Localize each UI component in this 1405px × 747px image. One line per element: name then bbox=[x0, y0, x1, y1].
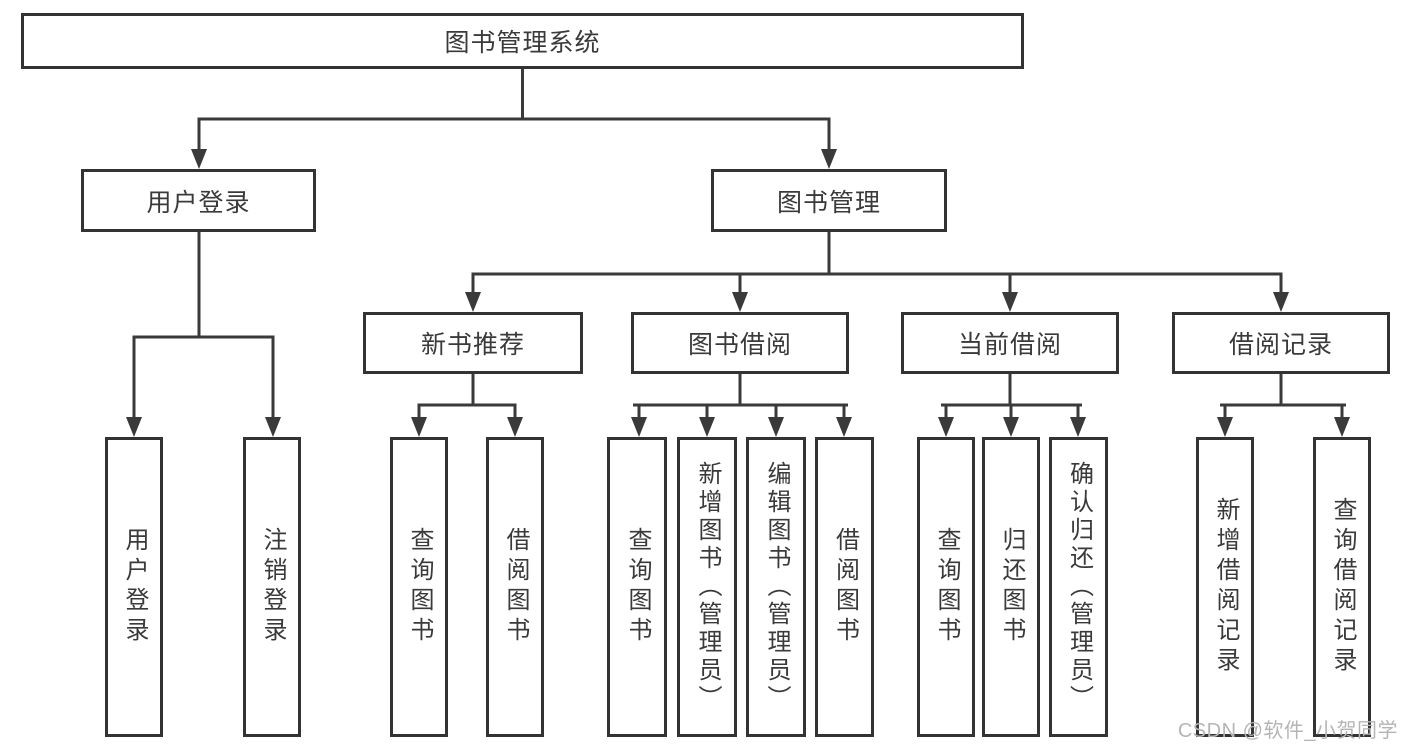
arrow-icon bbox=[191, 149, 207, 169]
arrow-icon bbox=[768, 417, 784, 437]
node-current-borrowing: 当前借阅 bbox=[901, 312, 1119, 374]
arrow-icon bbox=[699, 417, 715, 437]
arrow-icon bbox=[1334, 417, 1350, 437]
leaf-confirm-return-admin: 确认归还（管理员） bbox=[1049, 437, 1108, 737]
leaf-borrow-book: 借阅图书 bbox=[815, 437, 874, 737]
leaf-query-borrow-record: 查询借阅记录 bbox=[1313, 437, 1371, 737]
leaf-edit-book-admin: 编辑图书（管理员） bbox=[746, 437, 806, 737]
arrow-icon bbox=[836, 417, 852, 437]
leaf-add-book-admin: 新增图书（管理员） bbox=[677, 437, 737, 737]
arrow-icon bbox=[411, 417, 427, 437]
node-new-book-recommend: 新书推荐 bbox=[363, 312, 583, 374]
arrow-icon bbox=[265, 417, 281, 437]
connector-arrowheads bbox=[126, 149, 1350, 437]
arrow-icon bbox=[732, 292, 748, 312]
arrow-icon bbox=[1217, 417, 1233, 437]
arrow-icon bbox=[1003, 417, 1019, 437]
leaf-logout: 注销登录 bbox=[243, 437, 301, 737]
arrow-icon bbox=[938, 417, 954, 437]
arrow-icon bbox=[507, 417, 523, 437]
arrow-icon bbox=[1002, 292, 1018, 312]
csdn-watermark: CSDN @软件_小贺同学 bbox=[1177, 720, 1398, 742]
arrow-icon bbox=[126, 417, 142, 437]
arrow-icon bbox=[821, 149, 837, 169]
leaf-user-login: 用户登录 bbox=[105, 437, 163, 737]
connector-paths bbox=[132, 69, 1346, 420]
leaf-add-borrow-record: 新增借阅记录 bbox=[1196, 437, 1254, 737]
leaf-return-book: 归还图书 bbox=[982, 437, 1040, 737]
node-root-system: 图书管理系统 bbox=[21, 13, 1024, 69]
leaf-query-book-borrowing: 查询图书 bbox=[607, 437, 667, 737]
leaf-query-book-current: 查询图书 bbox=[917, 437, 975, 737]
arrow-icon bbox=[465, 292, 481, 312]
arrow-icon bbox=[1273, 292, 1289, 312]
arrow-icon bbox=[1070, 417, 1086, 437]
arrow-icon bbox=[631, 417, 647, 437]
node-borrow-records: 借阅记录 bbox=[1172, 312, 1390, 374]
leaf-borrow-book-recommend: 借阅图书 bbox=[486, 437, 544, 737]
node-user-login: 用户登录 bbox=[81, 169, 316, 232]
node-book-borrowing: 图书借阅 bbox=[631, 312, 849, 374]
leaf-query-book-recommend: 查询图书 bbox=[390, 437, 448, 737]
node-book-management: 图书管理 bbox=[711, 169, 947, 232]
